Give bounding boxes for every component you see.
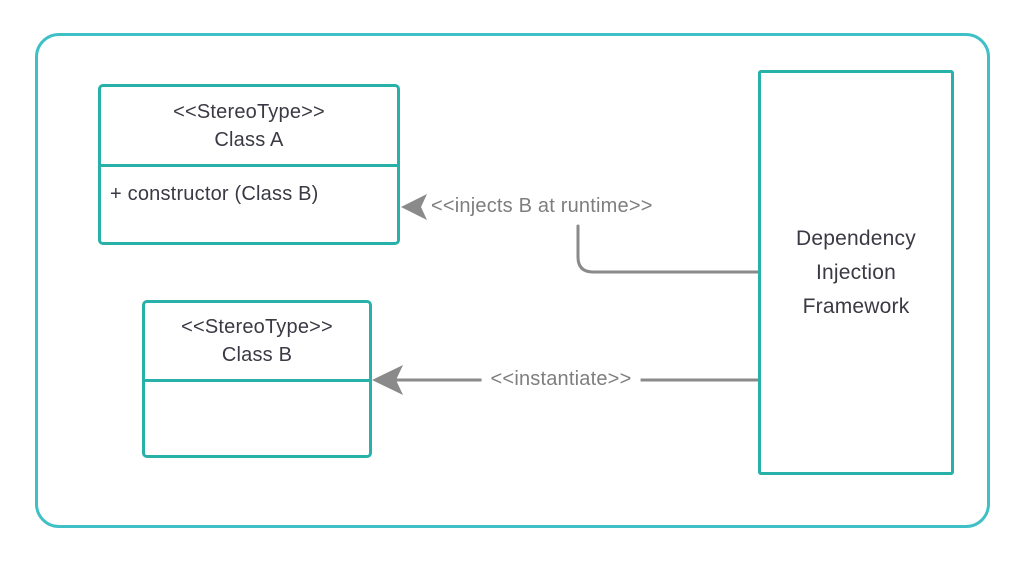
class-a-stereotype: <<StereoType>> <box>173 100 325 123</box>
class-a-name: Class A <box>214 128 284 151</box>
class-a-member: + constructor (Class B) <box>110 183 319 205</box>
diagram-frame <box>35 33 990 528</box>
framework-label-line-1: Dependency <box>796 226 916 250</box>
framework-box: Dependency Injection Framework <box>758 70 954 475</box>
injects-connector-label: <<injects B at runtime>> <box>431 195 653 219</box>
framework-label-line-3: Framework <box>802 294 910 318</box>
class-a-header: <<StereoType>> Class A <box>101 87 397 167</box>
class-a-body: + constructor (Class B) <box>101 167 397 242</box>
framework-label-line-2: Injection <box>815 260 897 284</box>
instantiate-connector-label: <<instantiate>> <box>481 368 641 392</box>
class-a-box: <<StereoType>> Class A + constructor (Cl… <box>98 84 400 245</box>
class-b-name: Class B <box>221 344 293 366</box>
class-b-body <box>145 382 369 455</box>
class-b-box: <<StereoType>> Class B <box>142 300 372 458</box>
class-b-stereotype: <<StereoType>> <box>181 316 333 338</box>
class-b-header: <<StereoType>> Class B <box>145 303 369 382</box>
